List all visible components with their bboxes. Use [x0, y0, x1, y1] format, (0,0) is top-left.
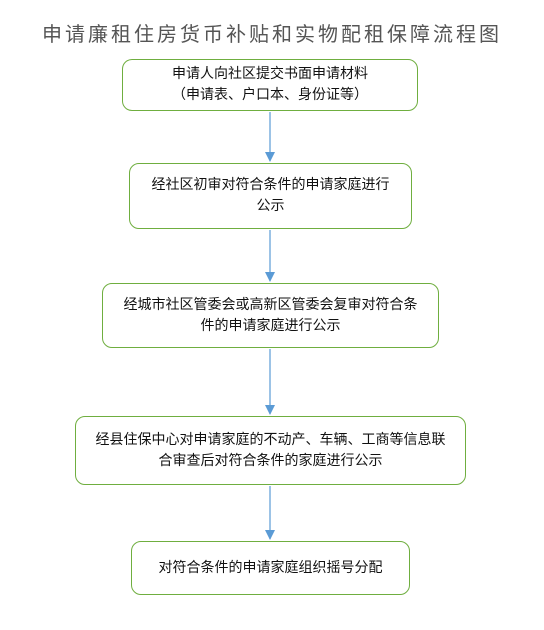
step-4-box: 经县住保中心对申请家庭的不动产、车辆、工商等信息联 合审查后对符合条件的家庭进行… — [75, 416, 466, 485]
step-5-box: 对符合条件的申请家庭组织摇号分配 — [131, 541, 410, 595]
step-1-line-2: （申请表、户口本、身份证等） — [172, 87, 368, 103]
step-1-line-1: 申请人向社区提交书面申请材料 — [172, 66, 368, 82]
step-1-box: 申请人向社区提交书面申请材料 （申请表、户口本、身份证等） — [122, 59, 418, 111]
step-4-line-2: 合审查后对符合条件的家庭进行公示 — [158, 452, 383, 469]
step-3-line-2: 件的申请家庭进行公示 — [200, 317, 341, 334]
step-2-line-2: 公示 — [256, 198, 285, 214]
step-4-line-1: 经县住保中心对申请家庭的不动产、车辆、工商等信息联 — [95, 431, 446, 448]
step-3-box: 经城市社区管委会或高新区管委会复审对符合条 件的申请家庭进行公示 — [102, 283, 439, 348]
step-5-line-1: 对符合条件的申请家庭组织摇号分配 — [158, 559, 383, 576]
step-2-line-1: 经社区初审对符合条件的申请家庭进行 — [151, 177, 390, 193]
step-3-line-1: 经城市社区管委会或高新区管委会复审对符合条 — [123, 296, 418, 313]
step-2-box: 经社区初审对符合条件的申请家庭进行 公示 — [129, 163, 412, 229]
diagram-title: 申请廉租住房货币补贴和实物配租保障流程图 — [42, 22, 502, 46]
